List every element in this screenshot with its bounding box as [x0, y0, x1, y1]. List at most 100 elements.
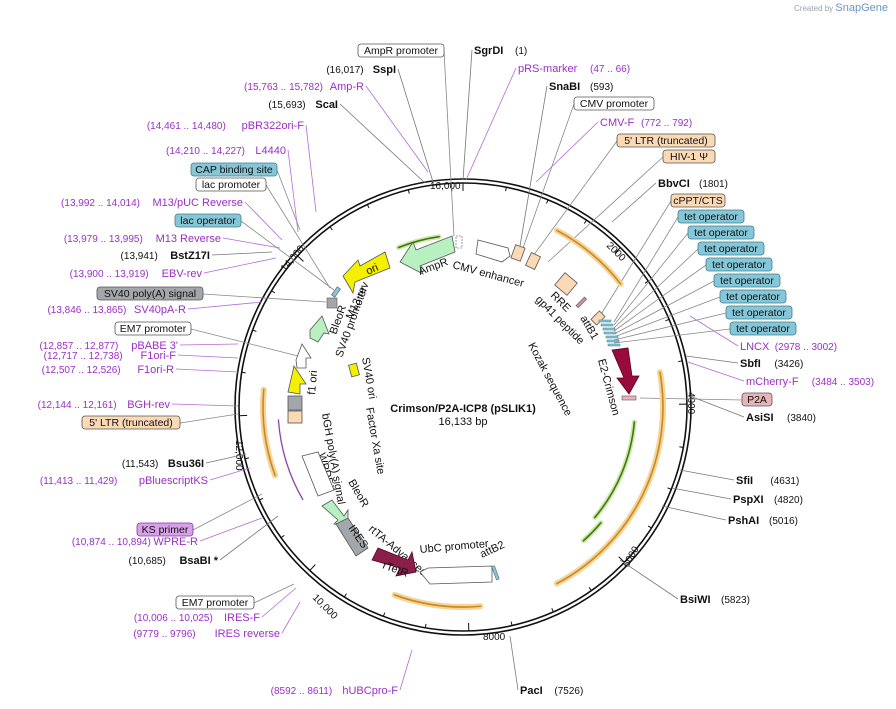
site-name: Bsu36I: [168, 458, 204, 470]
wpre-arrow: [301, 451, 335, 497]
sv40-ori-label: SV40 ori: [359, 356, 378, 400]
leader-line: [613, 328, 731, 344]
leader-line: [613, 248, 699, 329]
primer-name: pBR322ori-F: [242, 120, 305, 132]
leader-line: [613, 232, 689, 326]
site-position: (13,941): [121, 251, 158, 262]
primer-position: (8592 .. 8611): [271, 686, 333, 697]
feature-box-text: KS primer: [142, 524, 189, 536]
p2a-block: [621, 395, 637, 401]
feature-box-text: EM7 promoter: [120, 323, 187, 335]
feature-box-text: tet operator: [736, 323, 790, 335]
ori-label: ori: [364, 262, 380, 278]
e2-crimson-label: E2-Crimson: [595, 358, 622, 417]
leader-line: [661, 505, 727, 521]
feature-box-text: SV40 poly(A) signal: [104, 288, 196, 300]
primer-position: (13,979 .. 13,995): [64, 234, 143, 245]
restriction-site: SbfI (3426): [740, 358, 803, 370]
site-position: (11,543): [122, 459, 159, 470]
f1-ori-label: f1 ori: [306, 370, 320, 395]
feature-box-bg: [677, 209, 745, 224]
feature-arc: [592, 419, 637, 521]
feature-box: SV40 poly(A) signal: [96, 286, 204, 301]
primer-position: (2978 .. 3002): [775, 342, 837, 353]
factor-xa-label: Factor Xa site: [363, 406, 387, 475]
primer-name: F1ori-R: [137, 364, 174, 376]
leader-line: [365, 85, 429, 173]
f1-ori-arrow: [287, 365, 307, 395]
site-position: (4631): [770, 476, 799, 487]
feature-arc: [277, 419, 304, 500]
ires-block: [335, 517, 369, 557]
site-position: (3426): [774, 359, 803, 370]
feature-box-bg: [741, 392, 773, 407]
feature-box: 5' LTR (truncated): [81, 415, 181, 430]
primer-name: IRES reverse: [215, 628, 280, 640]
feature-box: HIV-1 Ψ: [662, 149, 716, 164]
primer-position: (13,992 .. 14,014): [61, 198, 140, 209]
leader-line: [192, 493, 263, 531]
primer-label: IRES reverse(9779 .. 9796): [133, 628, 280, 640]
restriction-site: SfiI(4631): [736, 475, 799, 487]
feature-box-bg: [357, 43, 445, 58]
primer-name: M13/pUC Reverse: [153, 197, 243, 209]
primer-position: (11,413 .. 11,429): [40, 476, 117, 487]
primer-position: (12,717 .. 12,738): [44, 351, 123, 362]
primer-name: EBV-rev: [162, 268, 203, 280]
leader-line: [253, 583, 295, 604]
feature-box-bg: [616, 133, 716, 148]
feature-arc: [393, 594, 482, 608]
restriction-site: PspXI(4820): [733, 494, 803, 506]
feature-box: lac operator: [174, 213, 242, 228]
map-length: 16,133 bp: [439, 416, 488, 428]
tick-label: 2000: [604, 240, 628, 264]
tick-label: 6000: [621, 544, 642, 569]
feature-box-bg: [662, 149, 716, 164]
site-position: (5823): [721, 595, 750, 606]
leader-line: [265, 184, 331, 289]
map-title: Crimson/P2A-ICP8 (pSLIK1): [390, 403, 536, 415]
leader-line: [532, 140, 618, 257]
feature-box-bg: [136, 522, 194, 537]
cmv-primer-mark: [455, 235, 463, 249]
leader-line: [689, 395, 745, 418]
site-name: PshAI: [728, 515, 759, 527]
primer-position: (10,874 .. 10,894): [72, 537, 151, 548]
credit-prefix: Created by: [794, 4, 834, 13]
em7-arrow: [295, 343, 312, 369]
leader-line: [287, 149, 299, 233]
feature-box-bg: [195, 177, 267, 192]
tick-label: 14,000: [279, 243, 307, 274]
feature-arcs: [260, 227, 666, 610]
leader-line: [397, 68, 434, 183]
feature-box: P2A: [741, 392, 773, 407]
restriction-site: SspI(16,017): [326, 64, 396, 76]
rtetr-arrow: [371, 547, 417, 577]
feature-box-bg: [705, 257, 773, 272]
site-name: BsiWI: [680, 594, 711, 606]
primer-name: pRS-marker: [518, 63, 578, 75]
snapgene-credit: Created by SnapGene: [794, 2, 888, 14]
ltr-left-block: [287, 410, 303, 424]
leader-line: [179, 413, 239, 424]
primer-name: L4440: [255, 145, 286, 157]
feature-box-text: 5' LTR (truncated): [624, 135, 708, 147]
leader-line: [399, 649, 413, 691]
leader-line: [171, 403, 239, 407]
primer-position: (13,846 .. 13,865): [47, 305, 126, 316]
primer-label: M13 Reverse(13,979 .. 13,995): [64, 233, 221, 245]
feature-box: tet operator: [725, 305, 793, 320]
leader-line: [305, 124, 317, 213]
feature-box-text: tet operator: [712, 259, 766, 271]
feature-box-bg: [670, 193, 726, 208]
feature-box-bg: [114, 321, 192, 336]
primer-label: IRES-F(10,006 .. 10,025): [134, 612, 260, 624]
restriction-site: ScaI(15,693): [268, 99, 338, 111]
site-name: SbfI: [740, 358, 761, 370]
feature-box: tet operator: [687, 225, 755, 240]
rre-block: [554, 272, 578, 296]
primer-name: LNCX: [740, 341, 770, 353]
bleor-arrow-1: [309, 315, 330, 343]
